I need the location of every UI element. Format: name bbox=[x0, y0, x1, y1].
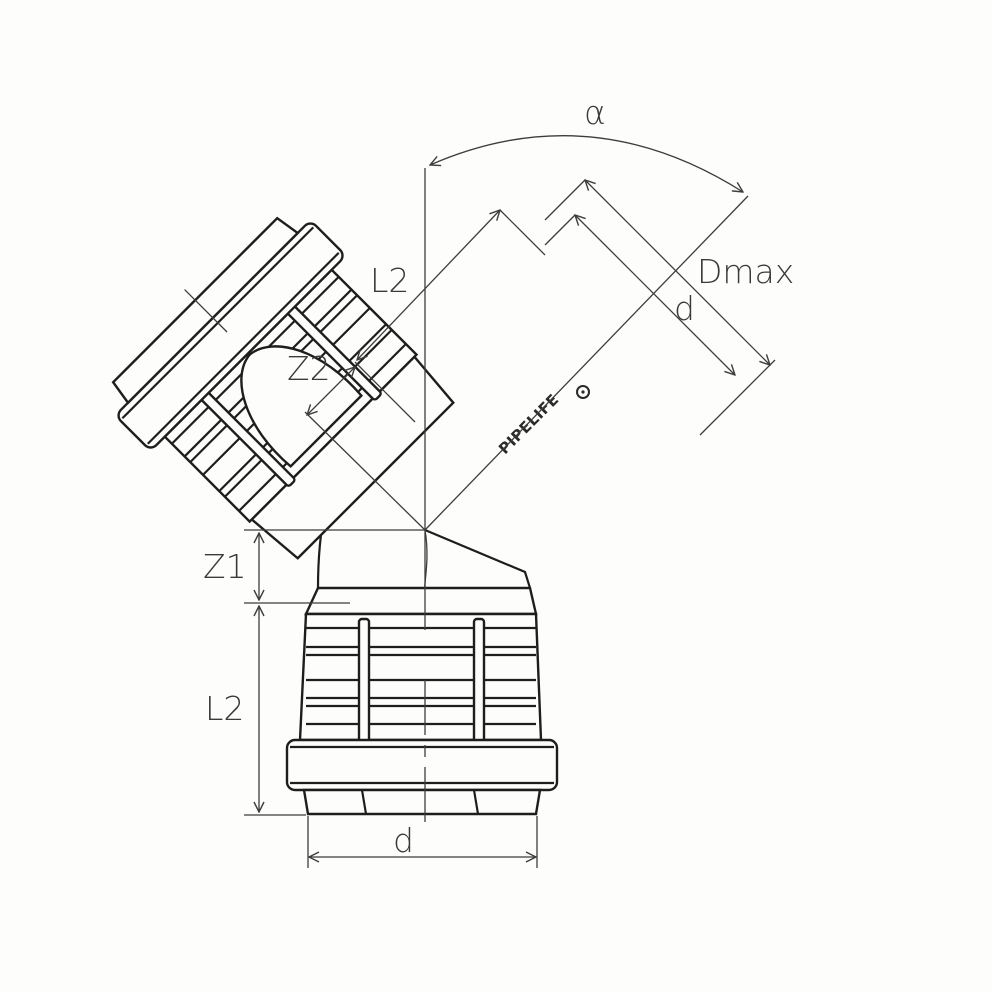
lower-neck bbox=[304, 586, 538, 616]
lower-nut bbox=[298, 612, 543, 742]
lower-branch bbox=[285, 419, 559, 816]
angle-label: α bbox=[584, 93, 606, 132]
lower-tail bbox=[302, 788, 542, 816]
angled-axis-line bbox=[424, 195, 749, 531]
lower-grip-left bbox=[357, 617, 371, 745]
z1-label: Z1 bbox=[203, 547, 247, 586]
registered-mark-icon bbox=[576, 385, 590, 399]
d-upper-label: d bbox=[674, 289, 695, 328]
lower-nut-ribs bbox=[306, 626, 536, 726]
angle-dimension-arc bbox=[430, 135, 743, 192]
upper-branch bbox=[111, 216, 455, 560]
z2-label: Z2 bbox=[287, 349, 331, 388]
lower-grip-right bbox=[472, 617, 486, 745]
elbow-inner-edge bbox=[424, 528, 532, 589]
l2-upper-dimension-line bbox=[357, 210, 500, 360]
l2-lower-label: L2 bbox=[205, 689, 244, 728]
z2-dimension-line bbox=[307, 367, 355, 415]
d-lower-label: d bbox=[393, 821, 414, 860]
dmax-label: Dmax bbox=[697, 252, 794, 291]
d-upper-dimension-line bbox=[575, 215, 735, 375]
l2-upper-label: L2 bbox=[370, 261, 409, 300]
